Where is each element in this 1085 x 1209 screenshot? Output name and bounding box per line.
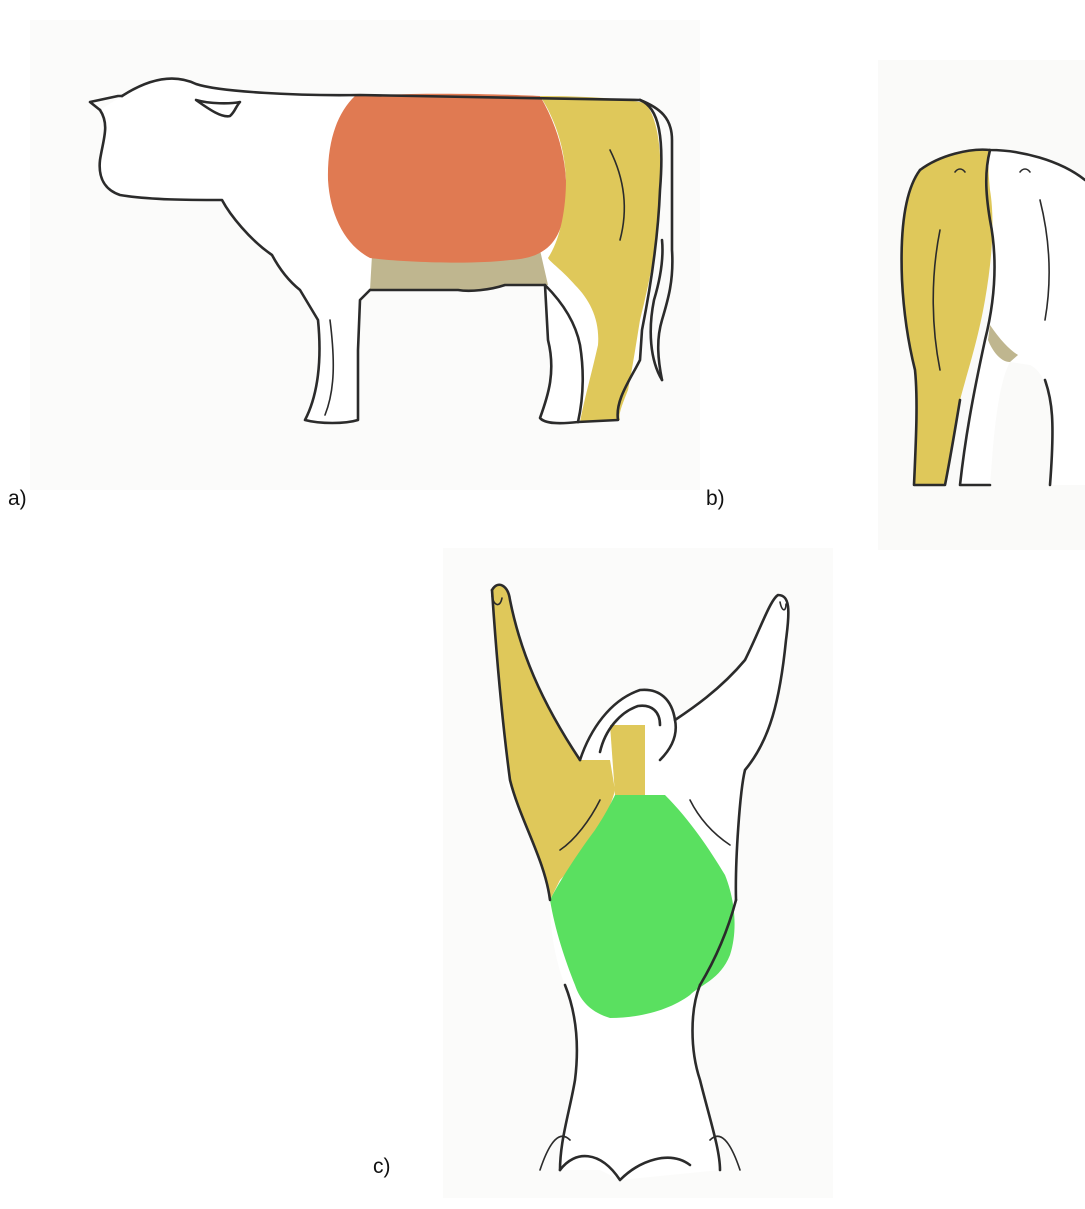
cow-side-view-icon xyxy=(30,20,700,490)
carcass-hanging-view-icon xyxy=(443,548,833,1198)
panel-label-a: a) xyxy=(8,488,27,509)
cow-rear-view-icon xyxy=(878,60,1085,550)
carcass-tail-root-region xyxy=(610,725,645,795)
mid-region xyxy=(328,94,566,263)
panel-label-b: b) xyxy=(706,488,725,509)
panel-label-c: c) xyxy=(373,1156,391,1177)
